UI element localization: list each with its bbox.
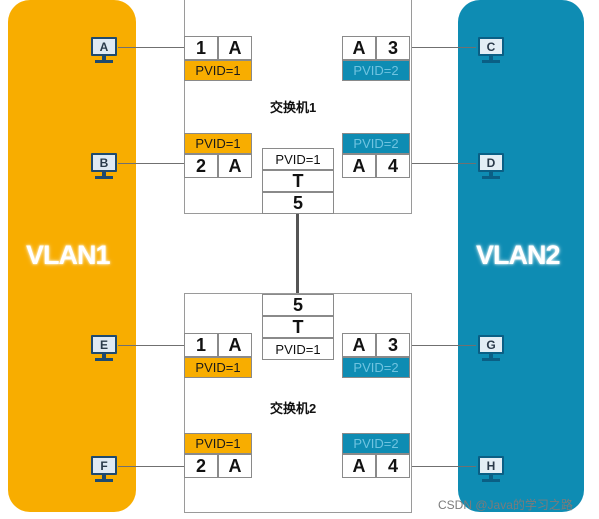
switch1-port4-pvid: PVID=2 — [342, 133, 410, 154]
host-b-label: B — [99, 156, 109, 170]
switch2-port2-mode: A — [218, 454, 252, 478]
host-a-computer-icon: A — [89, 36, 119, 66]
switch1-port3-mode: A — [342, 36, 376, 60]
switch2-port5-pvid: PVID=1 — [262, 338, 334, 360]
host-d-label: D — [486, 156, 496, 170]
switch1-port3-pvid: PVID=2 — [342, 60, 410, 81]
switch1-title: 交换机1 — [270, 100, 317, 115]
switch1-port4-number: 4 — [376, 154, 410, 178]
switch2-port4-number: 4 — [376, 454, 410, 478]
link-b-port2 — [118, 163, 184, 164]
host-h-label: H — [486, 459, 496, 473]
host-f-label: F — [100, 459, 108, 473]
host-c-label: C — [486, 40, 496, 54]
link-port3-c — [410, 47, 476, 48]
host-h-computer-icon: H — [476, 455, 506, 485]
switch2-port5-mode: T — [262, 316, 334, 338]
host-b-computer-icon: B — [89, 152, 119, 182]
watermark-text: CSDN @Java的学习之路 — [438, 498, 573, 512]
link-port4-d — [410, 163, 476, 164]
host-f-computer-icon: F — [89, 455, 119, 485]
vlan1-zone — [8, 0, 136, 512]
switch1-port2-pvid: PVID=1 — [184, 133, 252, 154]
switch1-port1-mode: A — [218, 36, 252, 60]
switch2-port3-number: 3 — [376, 333, 410, 357]
host-g-computer-icon: G — [476, 334, 506, 364]
host-d-computer-icon: D — [476, 152, 506, 182]
switch2-port5-number: 5 — [262, 294, 334, 316]
switch1-port1-number: 1 — [184, 36, 218, 60]
host-g-label: G — [486, 338, 496, 352]
link-e-port1 — [118, 345, 184, 346]
switch1-port4-mode: A — [342, 154, 376, 178]
trunk-link — [296, 214, 299, 293]
switch1-port1-pvid: PVID=1 — [184, 60, 252, 81]
switch1-port2-mode: A — [218, 154, 252, 178]
host-a-label: A — [99, 40, 109, 54]
link-a-port1 — [118, 47, 184, 48]
switch1-port5-pvid: PVID=1 — [262, 148, 334, 170]
switch2-port3-mode: A — [342, 333, 376, 357]
host-c-computer-icon: C — [476, 36, 506, 66]
vlan2-label: VLAN2 — [476, 240, 561, 270]
switch2-port2-number: 2 — [184, 454, 218, 478]
switch2-port1-pvid: PVID=1 — [184, 357, 252, 378]
vlan1-label: VLAN1 — [26, 240, 111, 270]
host-e-computer-icon: E — [89, 334, 119, 364]
switch1-port3-number: 3 — [376, 36, 410, 60]
switch2-port1-mode: A — [218, 333, 252, 357]
switch1-port2-number: 2 — [184, 154, 218, 178]
link-port4-h — [410, 466, 476, 467]
vlan2-zone — [458, 0, 584, 512]
switch2-port1-number: 1 — [184, 333, 218, 357]
switch2-port3-pvid: PVID=2 — [342, 357, 410, 378]
switch2-port2-pvid: PVID=1 — [184, 433, 252, 454]
switch2-port4-mode: A — [342, 454, 376, 478]
link-port3-g — [410, 345, 476, 346]
switch1-port5-number: 5 — [262, 192, 334, 214]
switch1-port5-mode: T — [262, 170, 334, 192]
switch2-title: 交换机2 — [270, 401, 317, 416]
host-e-label: E — [99, 338, 108, 352]
switch2-port4-pvid: PVID=2 — [342, 433, 410, 454]
link-f-port2 — [118, 466, 184, 467]
